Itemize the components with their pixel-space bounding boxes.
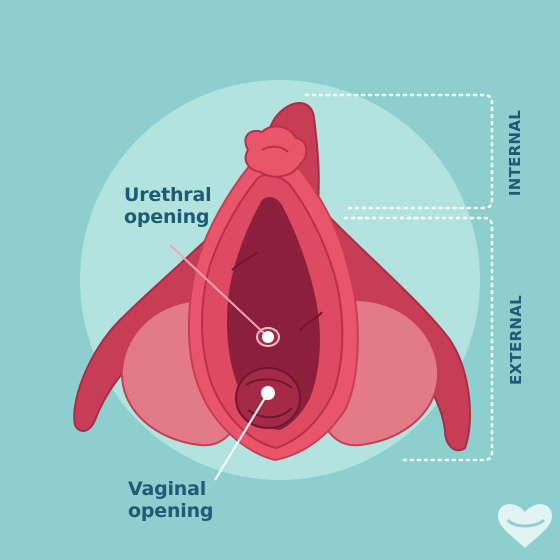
external-label: EXTERNAL xyxy=(507,295,525,385)
heart-logo-icon xyxy=(498,504,552,548)
urethral-label-line2: opening xyxy=(124,206,210,228)
urethral-pointer-line xyxy=(169,244,269,338)
vaginal-label-line1: Vaginal xyxy=(128,478,207,500)
vaginal-pointer-line xyxy=(214,392,269,481)
urethral-opening-label: Urethral opening xyxy=(124,184,212,228)
vaginal-label-line2: opening xyxy=(128,500,214,522)
urethral-dot xyxy=(262,331,274,343)
vaginal-opening-label: Vaginal opening xyxy=(128,478,214,522)
clitoral-hood xyxy=(244,125,308,178)
external-bracket xyxy=(343,216,494,462)
internal-bracket xyxy=(304,93,494,210)
vaginal-dot xyxy=(261,386,275,400)
internal-label: INTERNAL xyxy=(506,109,524,197)
vestibule xyxy=(227,197,320,430)
urethral-label-line1: Urethral xyxy=(124,184,212,206)
